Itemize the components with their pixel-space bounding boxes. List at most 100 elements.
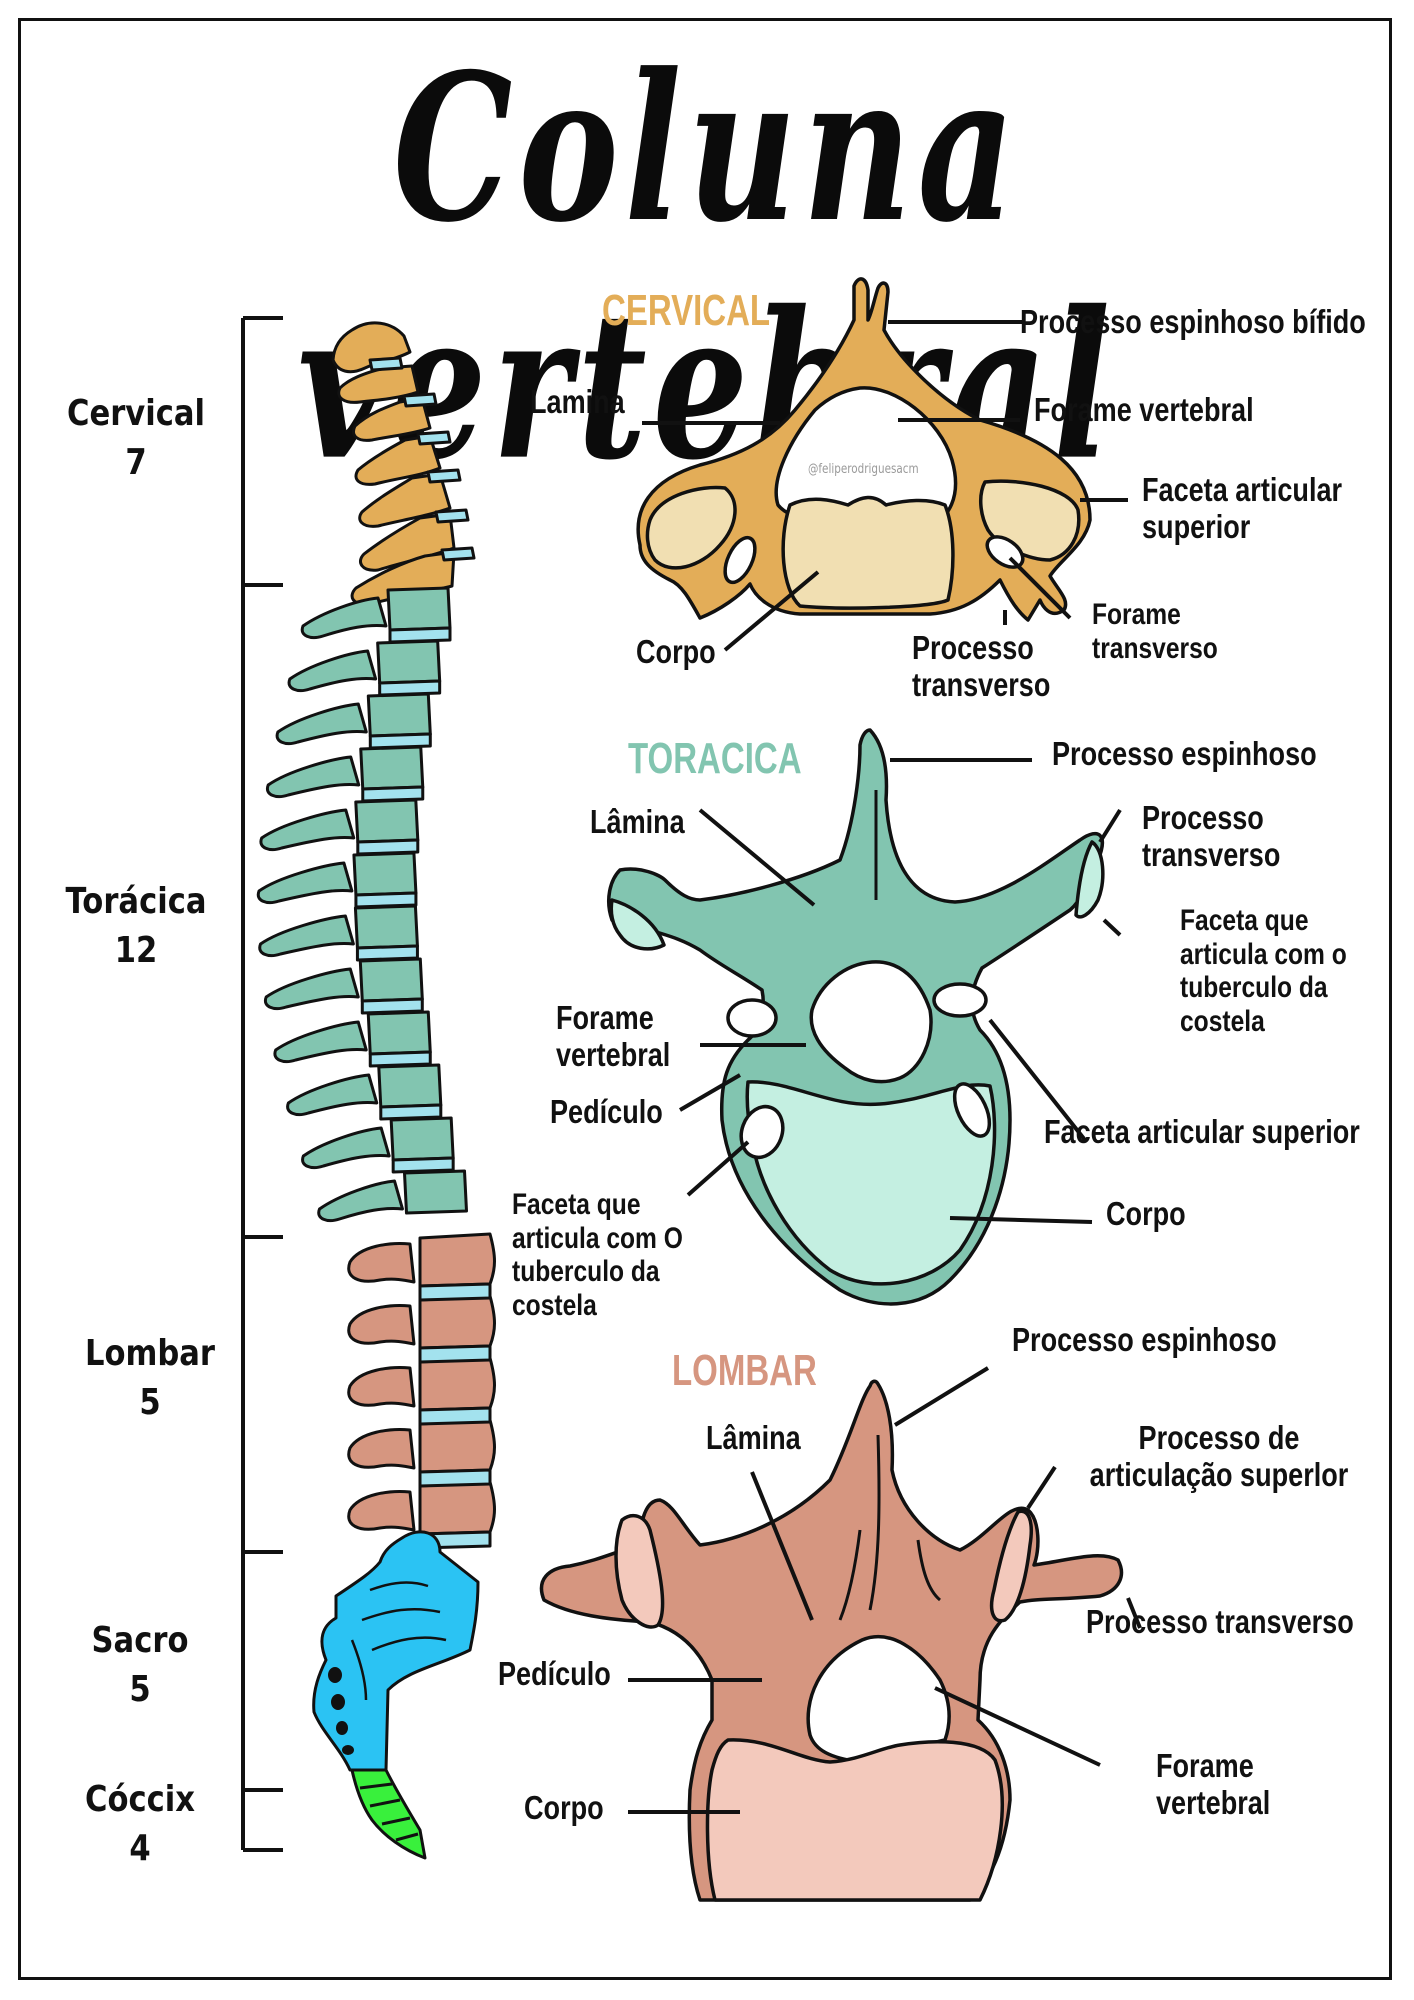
label-line: vertebral: [1156, 1783, 1271, 1821]
spine-lumbar: [347, 1232, 496, 1536]
label-cervical-foramen: Forame vertebral: [1034, 391, 1254, 428]
spinous-process-l2: [347, 1304, 416, 1346]
spinous-process-t2: [287, 649, 378, 693]
spinous-process-t4: [265, 755, 361, 799]
label-cervical-facet: Faceta articular superior: [1142, 471, 1343, 546]
label-lumbar-transverse: Processo transverso: [1086, 1603, 1354, 1640]
thoracic-sup-facet-right: [932, 982, 988, 1018]
label-line: articula com O: [512, 1221, 683, 1255]
disc-c2: [402, 392, 438, 408]
coccyx-segments: [359, 1782, 419, 1842]
disc-c5: [434, 508, 470, 524]
label-cervical-body: Corpo: [636, 633, 716, 670]
region-label-sacro: Sacro 5: [55, 1617, 225, 1714]
lumbar-body: [705, 1738, 1004, 1902]
thoracic-costal-facet-right: [952, 1082, 992, 1138]
cervical-transverse-foramen-left: [723, 535, 757, 585]
toracica-heading: TORACICA: [628, 734, 802, 783]
lombar-heading: LOMBAR: [672, 1346, 817, 1395]
region-name: Cóccix: [85, 1779, 195, 1820]
label-line: costela: [1180, 1004, 1265, 1038]
cervical-heading: CERVICAL: [602, 286, 771, 335]
disc-c1: [368, 356, 404, 372]
label-line: Faceta articular: [1142, 471, 1343, 508]
vertebra-c4: [354, 434, 442, 486]
cervical-body: [781, 495, 955, 610]
region-count: 4: [129, 1827, 151, 1869]
thoracic-leader-lines: [678, 758, 1122, 1224]
region-count: 5: [139, 1381, 161, 1423]
label-line: Faceta que: [1180, 904, 1309, 937]
spinous-process-t6: [256, 861, 354, 905]
spinous-process-t1: [300, 596, 388, 640]
disc-c6: [440, 546, 476, 562]
disc-t8: [360, 997, 424, 1015]
label-line: superior: [1142, 507, 1251, 545]
region-name: Lombar: [84, 1333, 216, 1374]
label-lumbar-sup-art: Processo de articulação superlor: [1084, 1419, 1355, 1494]
disc-l4: [418, 1468, 492, 1488]
label-line: tuberculo da: [512, 1255, 660, 1289]
label-lumbar-body: Corpo: [524, 1789, 604, 1826]
spinous-process-t3: [275, 702, 368, 746]
cervical-leader-lines: [642, 320, 1128, 652]
disc-c4: [426, 468, 462, 484]
label-line: transverso: [912, 665, 1051, 703]
disc-t9: [368, 1050, 432, 1068]
label-line: transverso: [1092, 631, 1218, 665]
spinous-process-t12: [317, 1179, 404, 1223]
disc-t3: [368, 732, 432, 750]
region-label-toracica: Torácica 12: [51, 878, 221, 975]
spinous-process-l3: [347, 1366, 416, 1408]
poster-frame: [18, 18, 1392, 1980]
label-thoracic-facet-right: Faceta que articula com o tuberculo da c…: [1180, 904, 1347, 1038]
label-cervical-transverse: Processo transverso: [912, 629, 1051, 704]
sacrum-ridges: [350, 1581, 447, 1701]
sacrum: [312, 1530, 480, 1772]
disc-t4: [361, 785, 425, 803]
thoracic-costal-facet-left: [739, 1104, 785, 1160]
label-line: Processo de: [1138, 1419, 1300, 1456]
label-line: tuberculo da: [1180, 971, 1328, 1005]
region-name: Torácica: [65, 881, 207, 922]
region-name: Cervical: [66, 393, 206, 434]
disc-t10: [379, 1103, 443, 1121]
disc-l2: [418, 1344, 492, 1364]
spinous-process-t7: [258, 914, 355, 958]
label-line: costela: [512, 1288, 597, 1322]
label-line: transverso: [1142, 835, 1281, 873]
disc-t5: [356, 838, 420, 856]
thoracic-transverse-facet-left: [609, 898, 666, 951]
spinous-process-t10: [286, 1073, 379, 1117]
region-label-coccix: Cóccix 4: [55, 1776, 225, 1873]
label-thoracic-foramen: Forame vertebral: [556, 999, 670, 1074]
spine-thoracic: [256, 586, 468, 1223]
label-thoracic-sup-facet: Faceta articular superior: [1044, 1113, 1360, 1150]
label-line: articula com o: [1180, 937, 1347, 971]
label-line: Forame: [1156, 1747, 1254, 1784]
label-thoracic-transverse: Processo transverso: [1142, 799, 1281, 874]
spinous-process-t8: [263, 967, 360, 1011]
watermark: @feliperodriguesacm: [808, 462, 919, 477]
label-thoracic-spinous: Processo espinhoso: [1052, 735, 1317, 772]
disc-t6: [354, 891, 418, 909]
label-thoracic-facet-left: Faceta que articula com O tuberculo da c…: [512, 1188, 683, 1322]
thoracic-foramen-shape: [809, 960, 933, 1084]
label-cervical-spinous: Processo espinhoso bífido: [1020, 303, 1366, 340]
disc-t2: [378, 679, 442, 697]
vertebra-c2: [337, 364, 420, 404]
label-lumbar-pedicle: Pedículo: [498, 1655, 611, 1692]
spinous-process-t5: [259, 808, 356, 852]
label-lumbar-foramen: Forame vertebral: [1156, 1747, 1271, 1822]
region-name: Sacro: [91, 1620, 189, 1661]
label-lumbar-spinous: Processo espinhoso: [1012, 1321, 1277, 1358]
thoracic-body: [745, 1080, 997, 1286]
disc-c3: [416, 430, 452, 446]
label-line: Processo: [912, 629, 1034, 666]
label-thoracic-lamina: Lâmina: [590, 803, 685, 840]
label-line: articulação superlor: [1089, 1455, 1349, 1493]
